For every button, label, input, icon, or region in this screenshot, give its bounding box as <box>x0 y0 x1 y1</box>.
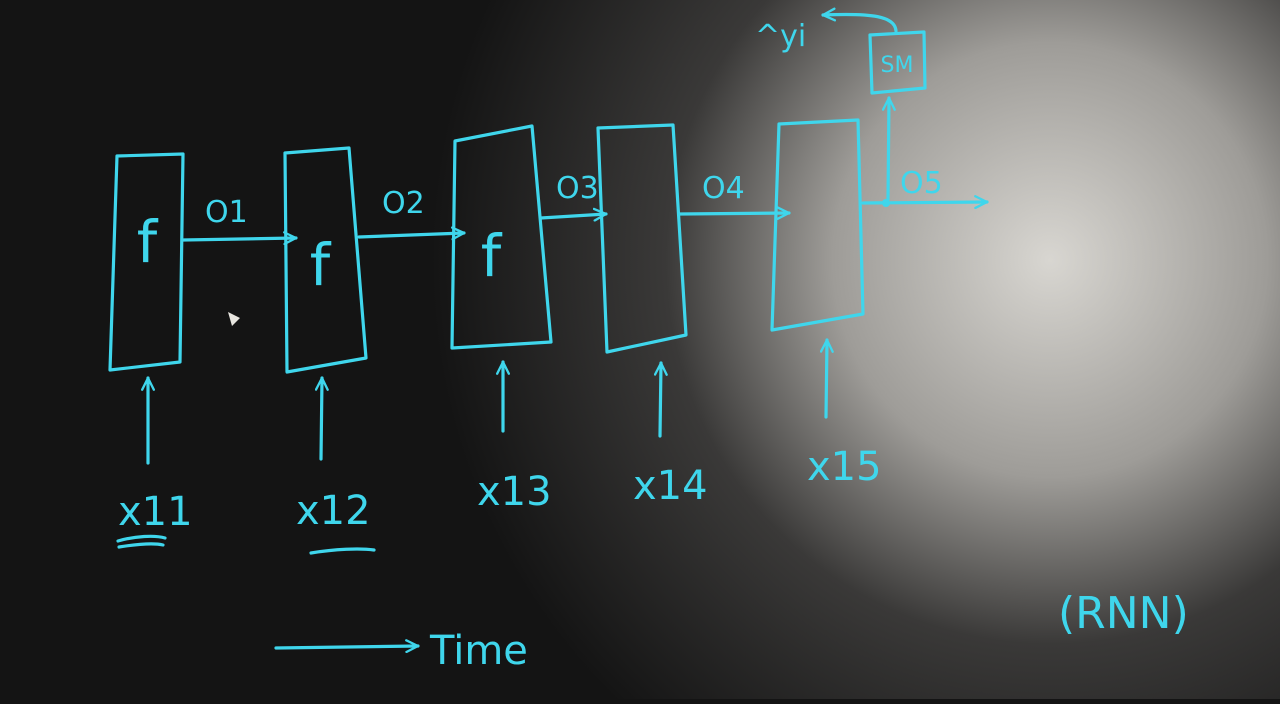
input-arrow-5 <box>819 338 834 419</box>
rnn-cell-2 <box>283 146 368 374</box>
model-label: (RNN) <box>1058 588 1189 639</box>
rnn-cell-3 <box>450 124 553 350</box>
output-label-1: O1 <box>205 195 248 230</box>
output-label-2: O2 <box>382 186 425 221</box>
hidden-state-arrow-1 <box>181 231 298 246</box>
prediction-arrow <box>821 7 898 33</box>
hidden-state-arrow-3 <box>539 207 608 222</box>
input-label-5: x15 <box>807 444 882 490</box>
input-label-3: x13 <box>477 469 552 515</box>
underline-x11-second <box>117 542 165 549</box>
underline-x11 <box>116 534 167 543</box>
input-label-4: x14 <box>633 463 708 509</box>
rnn-cell-5 <box>770 118 865 332</box>
prediction-label: ^yi <box>755 19 806 54</box>
input-arrow-4 <box>653 361 668 438</box>
cell-function-label: f <box>481 222 503 290</box>
output-label-5: O5 <box>900 166 943 201</box>
hidden-state-arrow-2 <box>357 226 466 241</box>
input-label-2: x12 <box>296 488 371 534</box>
rnn-cell-4 <box>596 123 688 354</box>
output-label-4: O4 <box>702 171 745 206</box>
softmax-box <box>868 30 927 95</box>
hidden-state-arrow-4 <box>678 206 791 221</box>
cell-function-label: f <box>137 208 159 276</box>
time-label: Time <box>429 628 528 674</box>
output-label-3: O3 <box>556 171 599 206</box>
underline-x12 <box>309 547 376 555</box>
rnn-cell-1 <box>108 152 185 372</box>
input-label-1: x11 <box>118 489 193 535</box>
input-arrow-2 <box>314 376 329 461</box>
time-arrow <box>274 639 420 654</box>
softmax-input-arrow <box>881 96 896 202</box>
softmax-label: SM <box>881 53 914 78</box>
chalk-dust <box>228 312 240 326</box>
cell-function-label: f <box>310 231 332 299</box>
final-output-arrow <box>861 195 989 210</box>
